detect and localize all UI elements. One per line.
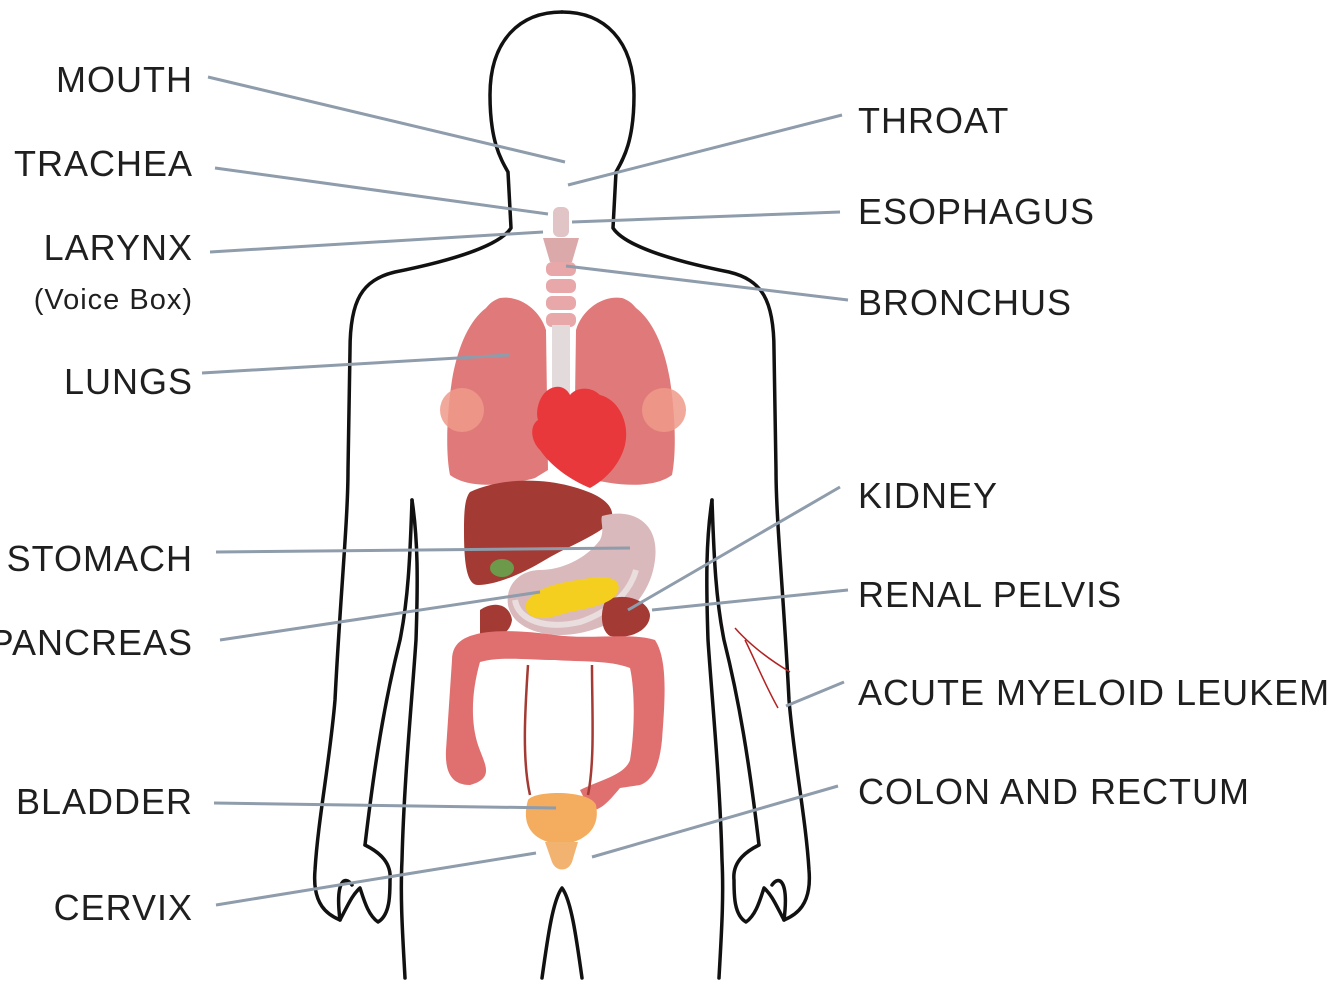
gallbladder-shape (490, 559, 514, 577)
label-stomach: STOMACH (7, 538, 193, 579)
colon-shape (446, 631, 665, 810)
label-mouth: MOUTH (56, 59, 193, 100)
label-lungs: LUNGS (64, 361, 193, 402)
label-cervix: CERVIX (54, 887, 193, 928)
label-throat: THROAT (858, 100, 1009, 141)
esophagus-shape (553, 207, 569, 237)
label-esophagus: ESOPHAGUS (858, 191, 1095, 232)
label-larynx-sub: (Voice Box) (34, 284, 193, 316)
label-colon: COLON AND RECTUM (858, 771, 1250, 812)
labels-right: THROAT ESOPHAGUS BRONCHUS KIDNEY RENAL P… (858, 100, 1332, 812)
leader-bronchus (566, 266, 848, 300)
label-pancreas: PANCREAS (0, 622, 193, 663)
label-kidney: KIDNEY (858, 475, 998, 516)
label-trachea: TRACHEA (14, 143, 193, 184)
left-breast (440, 388, 484, 432)
label-aml: ACUTE MYELOID LEUKEMIA (858, 672, 1332, 713)
leader-cervix (216, 853, 536, 905)
leader-throat (568, 115, 842, 185)
bladder-shape (526, 793, 597, 845)
larynx-shape (543, 238, 579, 262)
leader-colon (592, 786, 838, 857)
label-larynx: LARYNX (44, 227, 193, 268)
right-breast (642, 388, 686, 432)
label-bladder: BLADDER (16, 781, 193, 822)
leader-stomach (216, 548, 630, 552)
label-bronchus: BRONCHUS (858, 282, 1072, 323)
leader-trachea (215, 168, 548, 214)
leader-mouth (208, 77, 565, 162)
leader-aml (786, 682, 844, 706)
cervix-shape (545, 842, 578, 870)
label-renal-pelvis: RENAL PELVIS (858, 574, 1122, 615)
labels-left: MOUTH TRACHEA LARYNX (Voice Box) LUNGS S… (0, 59, 193, 928)
leader-kidney (628, 487, 840, 610)
trachea-shape (546, 262, 576, 327)
leader-bladder (214, 803, 556, 808)
organs (440, 207, 790, 870)
leader-renal-pelvis (652, 590, 848, 610)
